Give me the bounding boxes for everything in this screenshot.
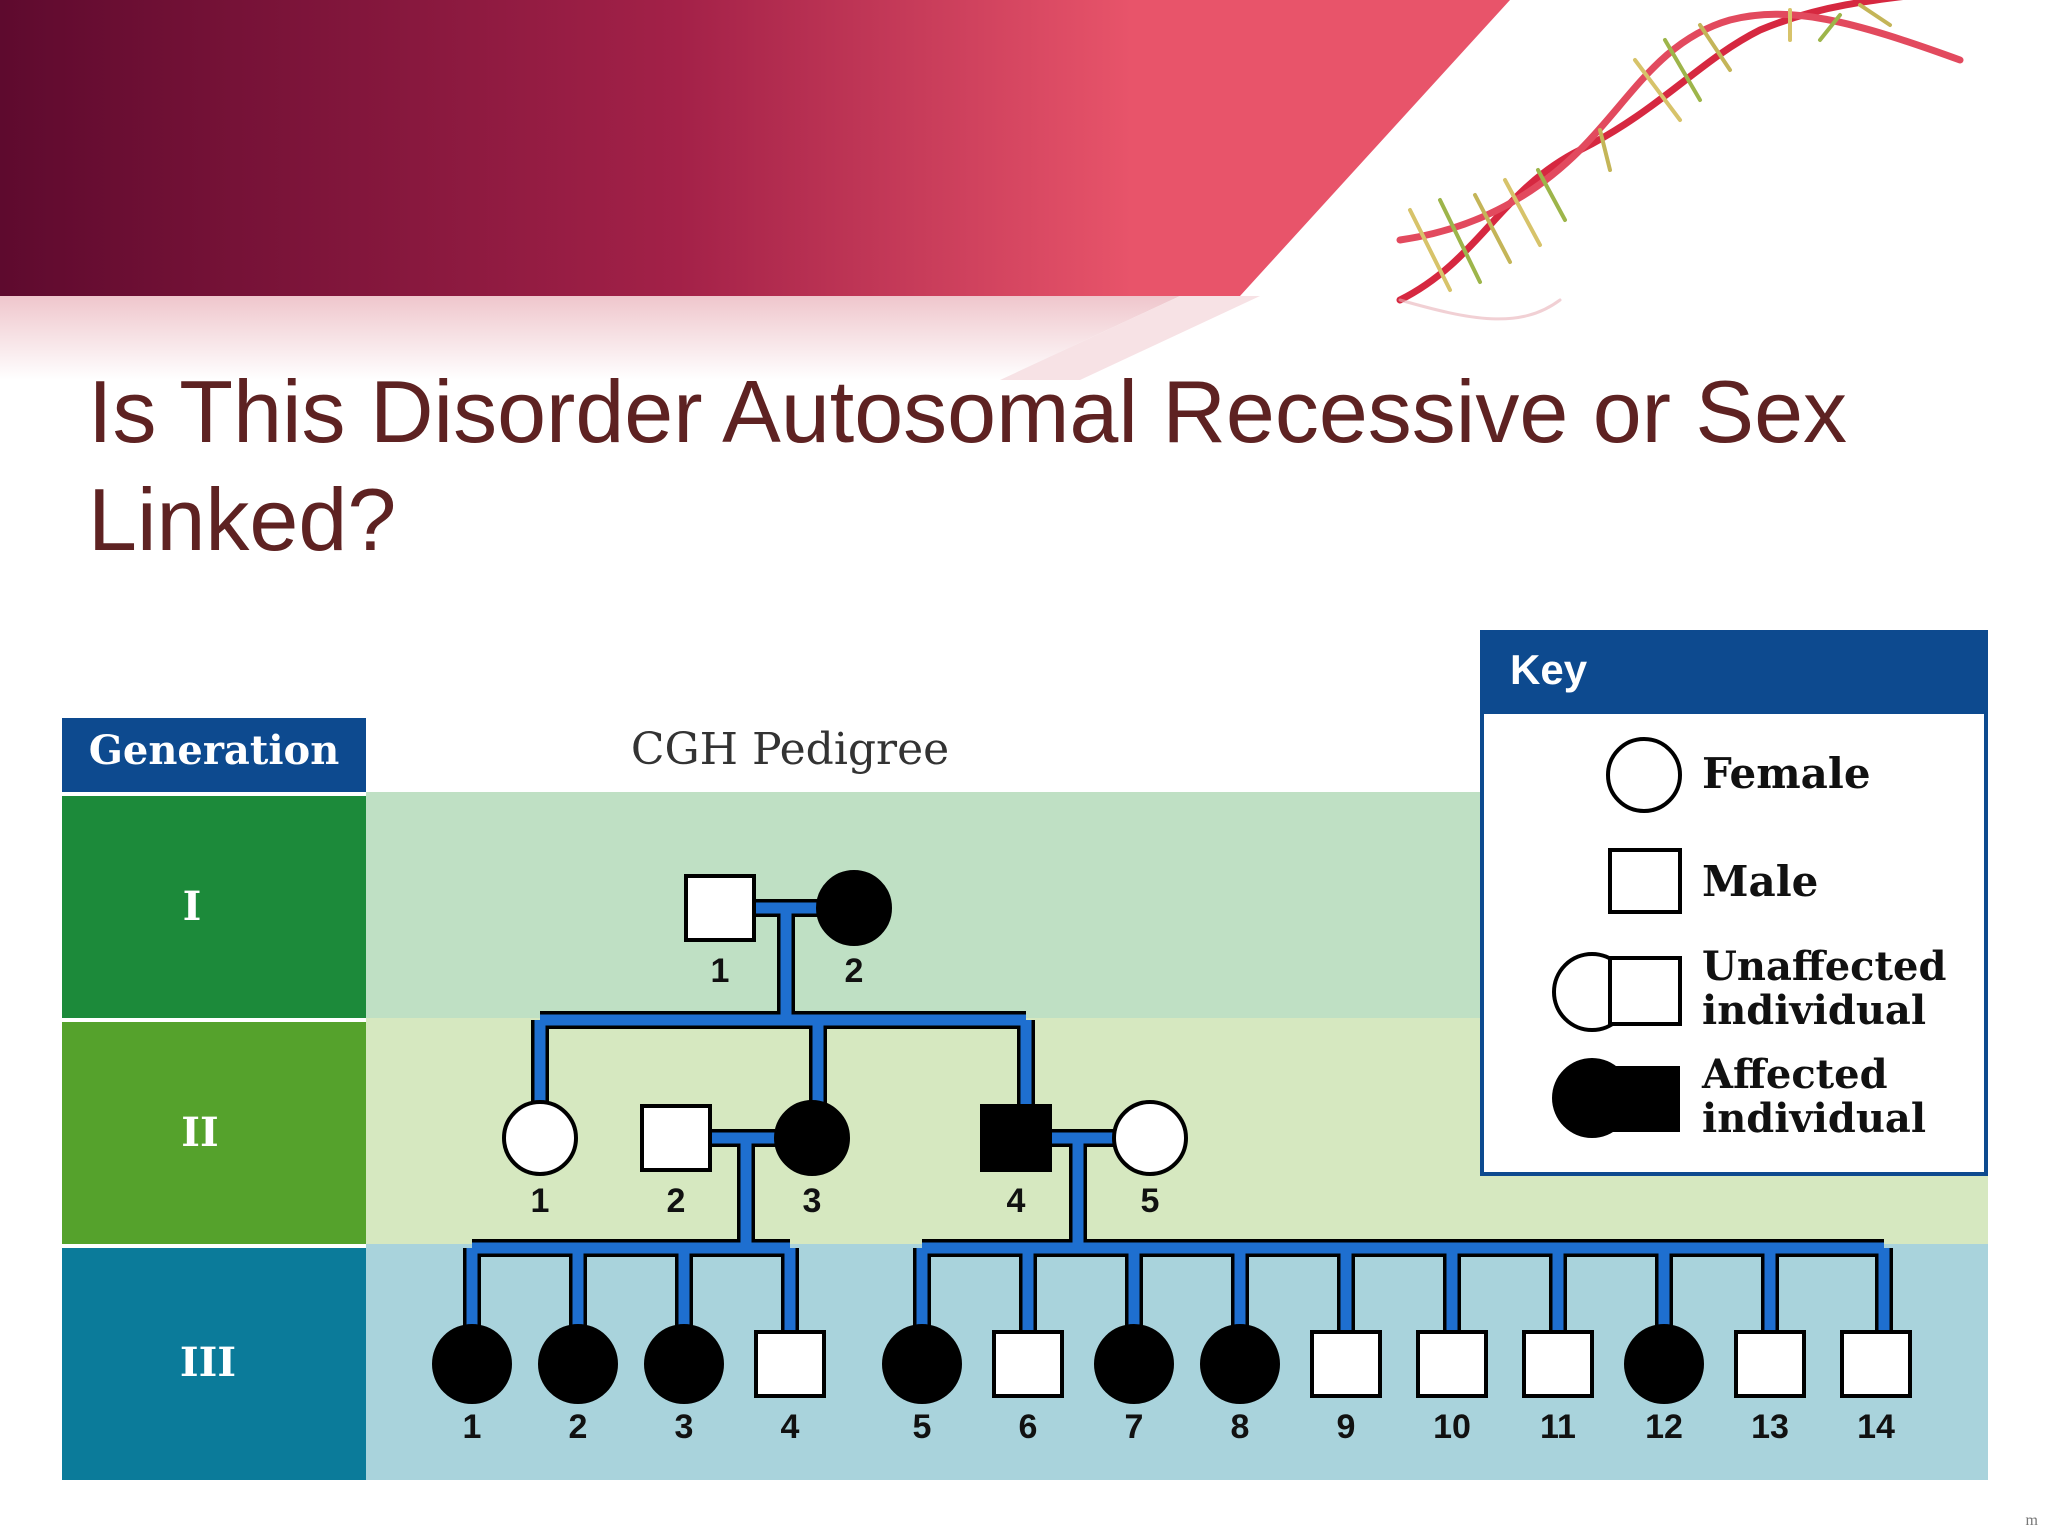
key-female-symbol bbox=[1606, 737, 1682, 813]
individual-II-2-male-unaffected bbox=[640, 1104, 712, 1172]
individual-III-12-female-affected bbox=[1624, 1324, 1704, 1404]
key-unaffected-male-symbol bbox=[1608, 956, 1682, 1026]
slide-banner bbox=[0, 0, 1964, 380]
key-unaffected-label-line2: individual bbox=[1702, 987, 1926, 1034]
key-title: Key bbox=[1510, 646, 1588, 693]
individual-III-2-female-affected bbox=[538, 1324, 618, 1404]
individual-III-12-number: 12 bbox=[1645, 1408, 1683, 1446]
key-unaffected-label-line1: Unaffected bbox=[1702, 943, 1946, 990]
individual-III-5-female-affected bbox=[882, 1324, 962, 1404]
individual-II-2-number: 2 bbox=[667, 1182, 686, 1220]
individual-II-1-female-unaffected bbox=[502, 1100, 578, 1176]
dna-helix-icon bbox=[1396, 0, 1964, 321]
key-affected-male-symbol bbox=[1610, 1066, 1680, 1132]
corner-mark: m bbox=[2025, 1512, 2038, 1529]
individual-III-6-number: 6 bbox=[1019, 1408, 1038, 1446]
individual-III-1-female-affected bbox=[432, 1324, 512, 1404]
individual-III-3-number: 3 bbox=[675, 1408, 694, 1446]
pedigree-title: CGH Pedigree bbox=[631, 724, 949, 775]
individual-I-1-male-unaffected bbox=[684, 874, 756, 942]
individual-II-4-number: 4 bbox=[1007, 1182, 1026, 1220]
individual-III-14-male-unaffected bbox=[1840, 1330, 1912, 1398]
individual-III-8-number: 8 bbox=[1231, 1408, 1250, 1446]
individual-III-11-male-unaffected bbox=[1522, 1330, 1594, 1398]
slide-title: Is This Disorder Autosomal Recessive or … bbox=[88, 362, 1848, 569]
individual-III-14-number: 14 bbox=[1857, 1408, 1895, 1446]
pedigree-lines-blue bbox=[466, 902, 1890, 1334]
individual-III-1-number: 1 bbox=[463, 1408, 482, 1446]
individual-III-11-number: 11 bbox=[1540, 1408, 1576, 1446]
row-generation-III-bg bbox=[366, 1244, 1988, 1480]
individual-III-10-number: 10 bbox=[1433, 1408, 1471, 1446]
individual-III-13-male-unaffected bbox=[1734, 1330, 1806, 1398]
individual-III-9-male-unaffected bbox=[1310, 1330, 1382, 1398]
individual-III-5-number: 5 bbox=[913, 1408, 932, 1446]
individual-III-3-female-affected bbox=[644, 1324, 724, 1404]
generation-III-cell bbox=[62, 1248, 366, 1480]
individual-III-10-male-unaffected bbox=[1416, 1330, 1488, 1398]
generation-header-label: Generation bbox=[89, 727, 340, 774]
banner-accent-strip bbox=[1000, 296, 1260, 380]
banner-fade-band bbox=[0, 296, 1180, 380]
key-male-label: Male bbox=[1702, 857, 1818, 906]
individual-II-5-number: 5 bbox=[1141, 1182, 1160, 1220]
key-header bbox=[1480, 630, 1988, 712]
individual-III-4-male-unaffected bbox=[754, 1330, 826, 1398]
generation-III-label: III bbox=[180, 1339, 236, 1386]
generation-II-cell bbox=[62, 1022, 366, 1244]
key-male-symbol bbox=[1608, 848, 1682, 914]
individual-II-3-female-affected bbox=[774, 1100, 850, 1176]
individual-III-13-number: 13 bbox=[1751, 1408, 1789, 1446]
key-affected-label-line2: individual bbox=[1702, 1095, 1926, 1142]
individual-I-1-number: 1 bbox=[711, 952, 730, 990]
individual-I-2-female-affected bbox=[816, 870, 892, 946]
generation-II-label: II bbox=[181, 1109, 218, 1156]
key-affected-label-line1: Affected bbox=[1701, 1051, 1888, 1098]
individual-III-8-female-affected bbox=[1200, 1324, 1280, 1404]
individual-II-5-female-unaffected bbox=[1112, 1100, 1188, 1176]
individual-II-4-male-affected bbox=[980, 1104, 1052, 1172]
individual-III-7-number: 7 bbox=[1125, 1408, 1144, 1446]
individual-I-2-number: 2 bbox=[845, 952, 864, 990]
banner-gradient bbox=[0, 0, 1510, 296]
individual-III-4-number: 4 bbox=[781, 1408, 800, 1446]
individual-III-6-male-unaffected bbox=[992, 1330, 1064, 1398]
generation-I-label: I bbox=[183, 883, 202, 930]
generation-header bbox=[62, 718, 366, 792]
individual-II-3-number: 3 bbox=[803, 1182, 822, 1220]
individual-III-2-number: 2 bbox=[569, 1408, 588, 1446]
generation-I-cell bbox=[62, 796, 366, 1018]
individual-III-9-number: 9 bbox=[1337, 1408, 1356, 1446]
individual-III-7-female-affected bbox=[1094, 1324, 1174, 1404]
key-female-label: Female bbox=[1702, 749, 1871, 798]
individual-II-1-number: 1 bbox=[531, 1182, 550, 1220]
